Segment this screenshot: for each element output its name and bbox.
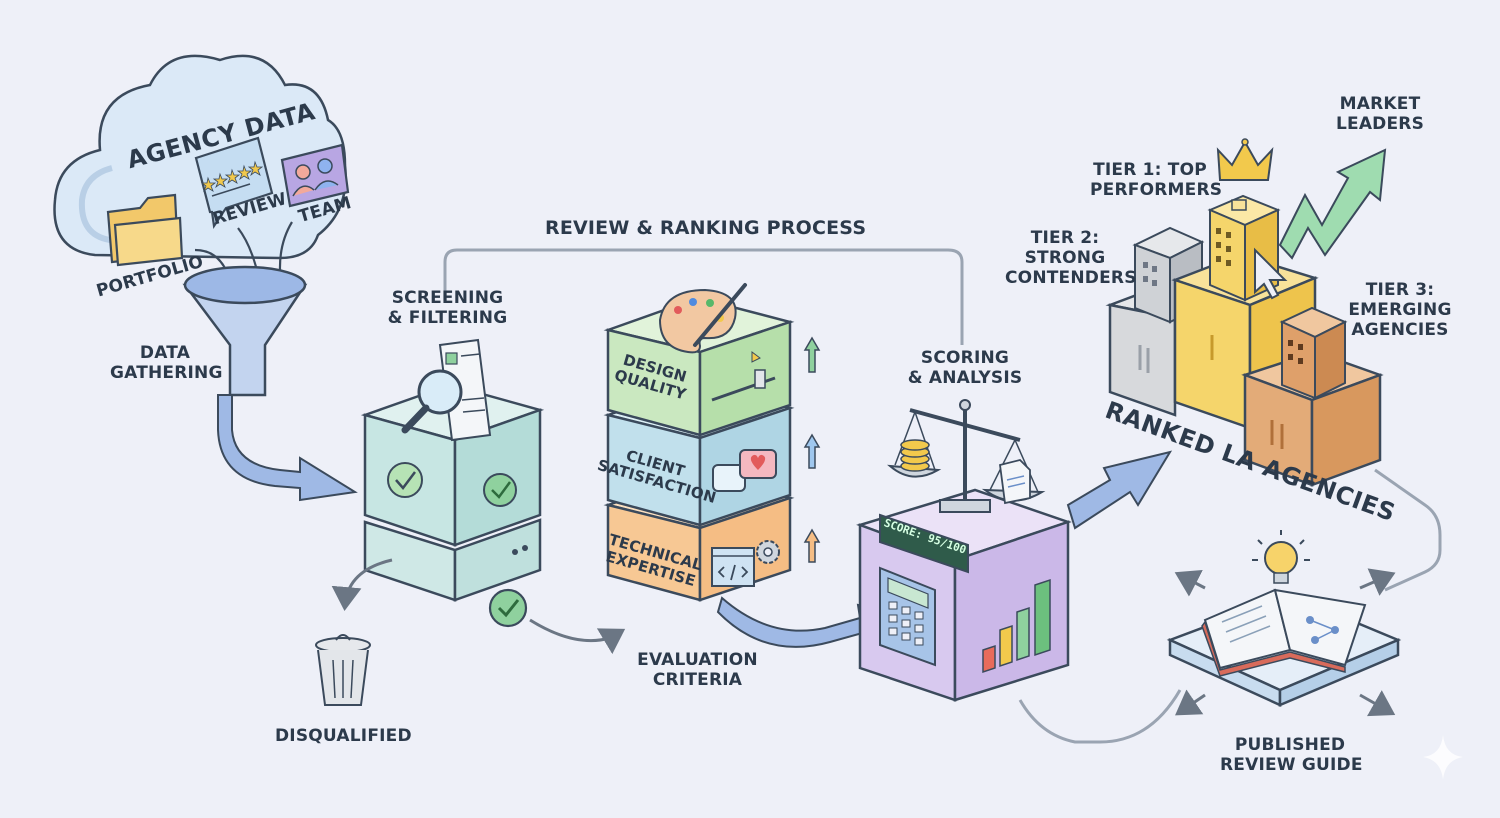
screening-label: SCREENING& FILTERING — [387, 288, 508, 328]
slider-icon — [711, 351, 776, 402]
folder-icon — [106, 193, 184, 267]
funnel-icon — [182, 265, 308, 397]
flow-arrow-to-ranked — [1066, 450, 1173, 530]
disqualified-label: DISQUALIFIED — [275, 726, 412, 746]
disqualified-arrow — [331, 558, 393, 611]
palette-icon — [658, 283, 747, 354]
connector-lines — [443, 248, 1442, 744]
chat-heart-icon — [712, 449, 777, 492]
outward-arrows — [1174, 568, 1396, 717]
approved-check-icon — [488, 588, 528, 628]
score-display — [879, 513, 969, 574]
code-icon — [711, 547, 755, 587]
book-icon — [1201, 588, 1367, 677]
gear-icon — [756, 540, 780, 564]
flow-arrow-to-screening — [217, 394, 358, 502]
team-icon — [280, 143, 350, 208]
document-icon — [999, 459, 1031, 505]
checkmark-icon — [387, 462, 517, 507]
up-arrows — [803, 336, 821, 563]
sparkle-icon — [1423, 735, 1463, 780]
lightbulb-icon — [1252, 530, 1310, 584]
crown-icon — [1216, 138, 1274, 181]
calculator-icon — [879, 566, 936, 667]
magnifier-icon — [401, 338, 492, 442]
trend-arrow-icon — [1278, 148, 1387, 260]
trash-icon — [315, 634, 371, 706]
building-icon — [1207, 194, 1281, 302]
scoring-label: SCORING& ANALYSIS — [907, 348, 1023, 388]
pass-arrow — [529, 618, 626, 655]
cursor-icon — [1254, 247, 1288, 300]
process-title: REVIEW & RANKING PROCESS — [545, 217, 867, 239]
bar-chart-icon — [982, 578, 1051, 674]
review-stars-icon — [194, 136, 274, 230]
coins-icon — [900, 439, 930, 472]
building-icon — [1279, 306, 1348, 400]
